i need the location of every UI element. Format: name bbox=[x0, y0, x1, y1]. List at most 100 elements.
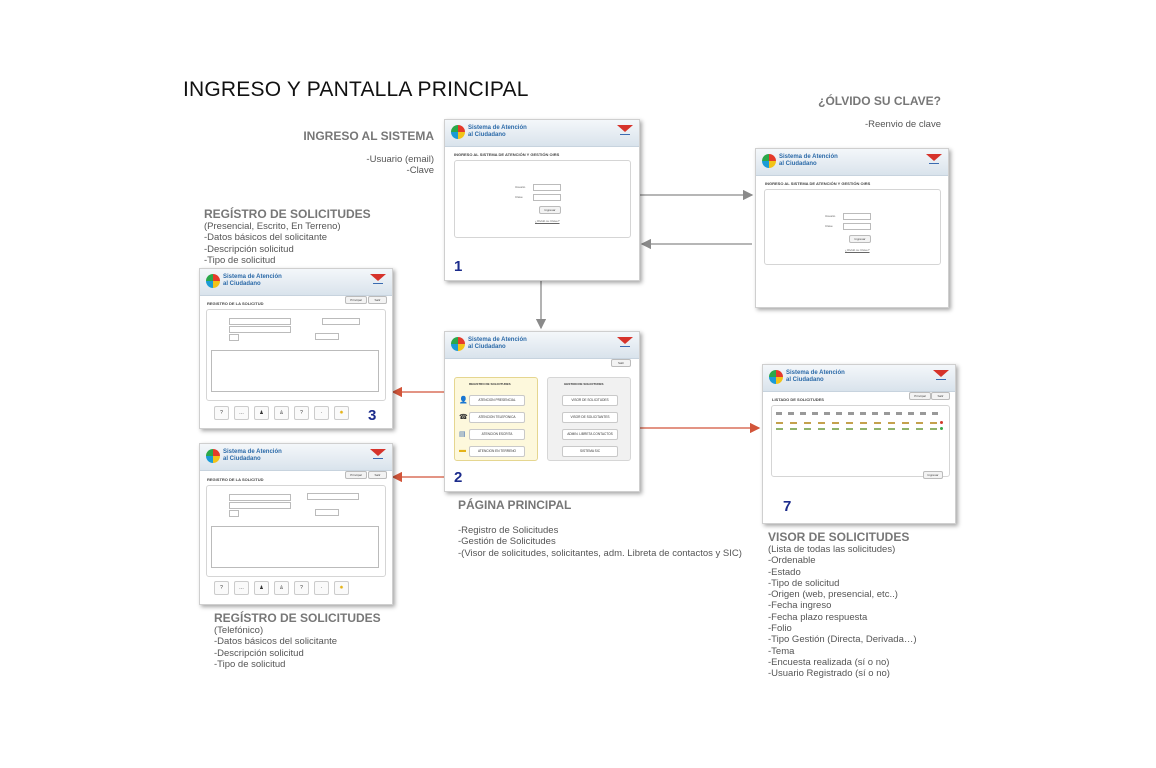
tipo-icon[interactable]: … bbox=[234, 581, 249, 595]
section-line: -Estado bbox=[768, 566, 801, 578]
status-dot-icon bbox=[940, 421, 943, 424]
section-registro1-heading: REGÍSTRO DE SOLICITUDES bbox=[204, 207, 371, 221]
region-select[interactable] bbox=[315, 509, 339, 516]
tipo-icon[interactable]: ? bbox=[294, 406, 309, 420]
logo-icon bbox=[451, 337, 465, 351]
section-line: -Usuario (email) bbox=[366, 154, 434, 165]
table-row[interactable] bbox=[776, 422, 944, 424]
registro-title: REGISTRO DE LA SOLICITUD bbox=[207, 301, 264, 306]
apellido-field[interactable] bbox=[229, 502, 291, 509]
gov-logo-icon bbox=[926, 154, 942, 164]
registro-box-title: REGISTRO DE SOLICITUDES bbox=[469, 382, 511, 386]
logo-icon bbox=[762, 154, 776, 168]
section-line: -Descripción solicitud bbox=[214, 647, 304, 659]
visor-solicitudes-button[interactable]: VISOR DE SOLICITUDES bbox=[562, 395, 618, 406]
sistema-sic-button[interactable]: SISTEMA SIC bbox=[562, 446, 618, 457]
tipo-icon[interactable]: ✸ bbox=[334, 406, 349, 420]
usuario-label: Usuario bbox=[515, 185, 526, 189]
ingresar-button[interactable]: Ingresar bbox=[539, 206, 561, 214]
app-subtitle: al Ciudadano bbox=[223, 456, 261, 462]
atencion-telefonica-button[interactable]: ATENCION TELEFONICA bbox=[469, 412, 525, 423]
tipo-icon[interactable]: ♙ bbox=[274, 581, 289, 595]
principal-button[interactable]: Principal bbox=[909, 392, 931, 400]
descripcion-textarea[interactable] bbox=[211, 350, 379, 392]
olvido-panel: Usuario Clave Ingresar ¿Olvidó su Clave? bbox=[764, 189, 941, 265]
section-line: (Lista de todas las solicitudes) bbox=[768, 544, 896, 555]
usuario-field[interactable] bbox=[843, 213, 871, 220]
salir-button[interactable]: Salir bbox=[931, 392, 950, 400]
nombre-field[interactable] bbox=[229, 318, 291, 325]
sexo-field[interactable] bbox=[229, 334, 239, 341]
atencion-terreno-button[interactable]: ATENCION EN TERRENO bbox=[469, 446, 525, 457]
section-line: -Origen (web, presencial, etc..) bbox=[768, 589, 898, 601]
app-subtitle: al Ciudadano bbox=[468, 344, 506, 350]
section-line: -Descripción solicitud bbox=[204, 243, 294, 255]
rut-field[interactable] bbox=[307, 493, 359, 500]
section-line: -Tipo Gestión (Directa, Derivada…) bbox=[768, 634, 917, 646]
listado-title: LISTADO DE SOLICITUDES bbox=[772, 397, 824, 402]
usuario-field[interactable] bbox=[533, 184, 561, 191]
rut-field[interactable] bbox=[322, 318, 360, 325]
section-line: -Encuesta realizada (sí o no) bbox=[768, 656, 890, 668]
sexo-field[interactable] bbox=[229, 510, 239, 517]
table-row[interactable] bbox=[776, 428, 944, 430]
tipo-icon[interactable]: · bbox=[314, 406, 329, 420]
step-number: 7 bbox=[783, 498, 792, 515]
salir-button[interactable]: Salir bbox=[368, 471, 387, 479]
descripcion-textarea[interactable] bbox=[211, 526, 379, 568]
app-subtitle: al Ciudadano bbox=[223, 281, 261, 287]
login-title: INGRESO AL SISTEMA DE ATENCIÓN Y GESTIÓN… bbox=[765, 181, 871, 186]
tipo-icon[interactable]: ? bbox=[214, 406, 229, 420]
visor-solicitantes-button[interactable]: VISOR DE SOLICITANTES bbox=[562, 412, 618, 423]
tipo-icon[interactable]: ♙ bbox=[274, 406, 289, 420]
gov-logo-icon bbox=[933, 370, 949, 380]
gov-logo-icon bbox=[370, 449, 386, 459]
person-icon: 👤 bbox=[459, 397, 468, 404]
olvido-link[interactable]: ¿Olvidó su Clave? bbox=[535, 219, 560, 223]
app-title: Sistema de Atención bbox=[468, 337, 527, 343]
logo-icon bbox=[451, 125, 465, 139]
salir-button[interactable]: Salir bbox=[611, 359, 631, 367]
registro-title: REGISTRO DE LA SOLICITUD bbox=[207, 477, 264, 482]
app-subtitle: al Ciudadano bbox=[786, 377, 824, 383]
section-line: -Tipo de solicitud bbox=[214, 658, 286, 670]
tipo-icon[interactable]: … bbox=[234, 406, 249, 420]
principal-button[interactable]: Principal bbox=[345, 296, 367, 304]
app-subtitle: al Ciudadano bbox=[468, 132, 506, 138]
clave-field[interactable] bbox=[533, 194, 561, 201]
tipo-icon[interactable]: ♟ bbox=[254, 406, 269, 420]
tipo-icon[interactable]: ? bbox=[294, 581, 309, 595]
ingresar-button[interactable]: Ingresar bbox=[849, 235, 871, 243]
olvido-link[interactable]: ¿Olvidó su Clave? bbox=[845, 248, 870, 252]
tipo-icon[interactable]: · bbox=[314, 581, 329, 595]
atencion-escrita-button[interactable]: ATENCION ESCRITA bbox=[469, 429, 525, 440]
clave-field[interactable] bbox=[843, 223, 871, 230]
region-select[interactable] bbox=[315, 333, 339, 340]
section-visor: VISOR DE SOLICITUDES (Lista de todas las… bbox=[768, 530, 998, 680]
principal-button[interactable]: Principal bbox=[345, 471, 367, 479]
step-number: 1 bbox=[454, 258, 463, 275]
section-line: -Registro de Solicitudes bbox=[458, 525, 559, 536]
apellido-field[interactable] bbox=[229, 326, 291, 333]
logo-icon bbox=[769, 370, 783, 384]
section-registro2: REGÍSTRO DE SOLICITUDES (Telefónico) -Da… bbox=[214, 611, 454, 670]
registro-box: REGISTRO DE SOLICITUDES ATENCION PRESENC… bbox=[454, 377, 538, 461]
tipo-icon[interactable]: ♟ bbox=[254, 581, 269, 595]
section-line: -Datos básicos del solicitante bbox=[214, 636, 338, 648]
ingresar-button[interactable]: Ingresar bbox=[923, 471, 943, 479]
salir-button[interactable]: Salir bbox=[368, 296, 387, 304]
adm-libreta-button[interactable]: ADMIN. LIBRETA CONTACTOS bbox=[562, 429, 618, 440]
atencion-presencial-button[interactable]: ATENCION PRESENCIAL bbox=[469, 395, 525, 406]
section-visor-heading: VISOR DE SOLICITUDES bbox=[768, 530, 910, 544]
tipo-icon[interactable]: ✸ bbox=[334, 581, 349, 595]
nombre-field[interactable] bbox=[229, 494, 291, 501]
tipo-icon[interactable]: ? bbox=[214, 581, 229, 595]
